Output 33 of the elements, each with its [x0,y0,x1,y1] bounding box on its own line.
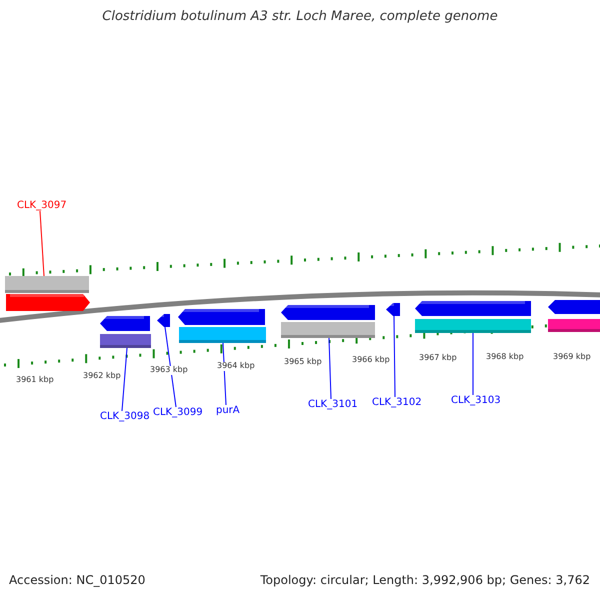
scale-label: 3962 kbp [83,372,121,381]
gene-drawing [415,301,531,333]
leader-line [40,210,44,276]
scale-label: 3968 kbp [486,353,524,362]
gene-label: CLK_3099 [153,407,203,418]
leader-line [394,316,396,398]
gene-drawing [5,276,90,311]
leader-line [164,326,176,408]
scale-label: 3961 kbp [16,376,54,385]
scale-label: 3969 kbp [553,353,591,362]
accession-text: Accession: NC_010520 [9,574,146,588]
gene-label: CLK_3103 [451,395,501,406]
leader-line [122,348,128,412]
gene-drawing [281,305,375,338]
gene-label: CLK_3101 [308,399,358,410]
gene-drawing [178,309,266,343]
gene-drawing [157,314,170,327]
scale-label: 3967 kbp [419,354,457,363]
genome-info-text: Topology: circular; Length: 3,992,906 bp; Genes: 3,762 [260,574,590,588]
gene-drawing [386,303,400,316]
leader-line [222,342,226,406]
title: Clostridium botulinum A3 str. Loch Maree, complete genome [101,10,499,24]
scale-label: 3964 kbp [217,362,255,371]
scale-label: 3963 kbp [150,366,188,375]
gene-label: CLK_3098 [100,411,150,422]
leader-line [472,332,474,396]
gene-label: purA [216,405,240,416]
scale-label: 3966 kbp [352,356,390,365]
gene-drawing [100,316,151,348]
gene-label: CLK_3097 [17,200,67,211]
gene-label: CLK_3102 [372,397,422,408]
leader-line [328,338,332,400]
scale-label: 3965 kbp [284,358,322,367]
